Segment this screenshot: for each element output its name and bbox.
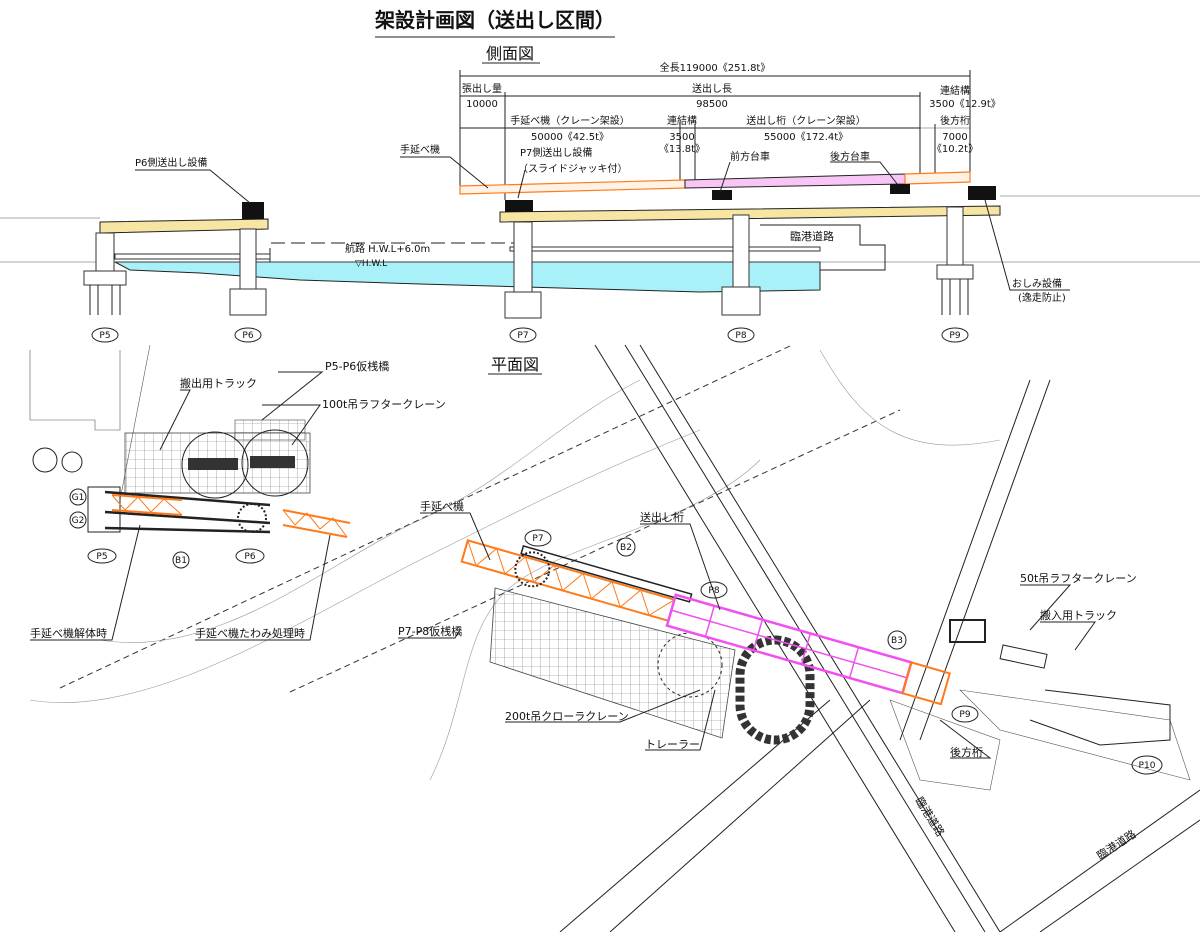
p6-equipment-label: P6側送出し設備 bbox=[135, 156, 207, 169]
marker-p9: P9 bbox=[959, 710, 970, 720]
pier-p9: P9 bbox=[949, 331, 960, 341]
connector-right-label: 連結構 bbox=[940, 84, 970, 97]
plan-leaders bbox=[30, 371, 1096, 759]
drawing-title: 架設計画図（送出し区間） bbox=[375, 8, 615, 32]
rear-dim-weight: 《10.2t》 bbox=[932, 143, 978, 155]
connector-right-value: 3500《12.9t》 bbox=[929, 98, 1001, 110]
overhang-value: 10000 bbox=[466, 99, 498, 110]
marker-p10: P10 bbox=[1139, 761, 1156, 771]
connector-dim-label: 連結構 bbox=[667, 114, 697, 127]
connector-dim-value: 3500 bbox=[669, 132, 694, 143]
launch-length-value: 98500 bbox=[696, 99, 728, 110]
plan-markers: G1 G2 P5 B1 P6 P7 B2 P8 B3 P9 P10 bbox=[69, 488, 1163, 775]
launching-nose bbox=[459, 179, 686, 195]
side-view-heading: 側面図 bbox=[486, 44, 534, 63]
plan-background bbox=[29, 344, 1200, 932]
marker-p8: P8 bbox=[708, 586, 719, 596]
marker-p6: P6 bbox=[244, 552, 255, 562]
girder-dim-value: 55000《172.4t》 bbox=[764, 131, 848, 143]
crane100-label: 100t吊ラフタークレーン bbox=[322, 398, 446, 411]
front-dolly-label: 前方台車 bbox=[730, 150, 770, 163]
p5p6-trestle-label: P5-P6仮桟橋 bbox=[325, 359, 389, 373]
crawler200-label: 200t吊クローラクレーン bbox=[505, 710, 629, 723]
side-view-structures bbox=[0, 171, 1200, 319]
plan-equipment bbox=[949, 619, 1171, 746]
pier-p7: P7 bbox=[517, 331, 528, 341]
dimension-lines bbox=[459, 70, 971, 200]
road-label-2: 臨港道路 bbox=[1094, 827, 1139, 863]
nose-dim-label: 手延べ機（クレーン架設） bbox=[510, 114, 630, 127]
rear-girder bbox=[904, 171, 971, 185]
plan-view-heading: 平面図 bbox=[491, 355, 539, 374]
pier-markers: P5 P6 P7 P8 P9 bbox=[91, 327, 969, 343]
girder-dim-label: 送出し桁（クレーン架設） bbox=[746, 114, 866, 127]
marker-p5: P5 bbox=[96, 552, 107, 562]
marker-b3: B3 bbox=[891, 636, 903, 646]
nose-truss-left bbox=[111, 494, 351, 538]
nose-deflection-label: 手延べ機たわみ処理時 bbox=[195, 626, 305, 640]
crane50-label: 50t吊ラフタークレーン bbox=[1020, 572, 1137, 585]
trailer-label: トレーラー bbox=[645, 738, 700, 751]
marker-g2: G2 bbox=[72, 516, 85, 526]
p7-equipment-label: P7側送出し設備 bbox=[520, 146, 592, 159]
rear-girder-plan-label: 後方桁 bbox=[950, 745, 983, 759]
pier-p6: P6 bbox=[242, 331, 253, 341]
rear-dolly-label: 後方台車 bbox=[830, 150, 870, 163]
nose-side-label: 手延べ機 bbox=[400, 143, 440, 156]
nose-dim-value: 50000《42.5t》 bbox=[531, 131, 609, 143]
overhang-label: 張出し量 bbox=[462, 82, 502, 95]
nose-plan-label: 手延べ機 bbox=[420, 499, 464, 513]
p5-p6-trestle bbox=[87, 419, 311, 534]
connector-dim-weight: 《13.8t》 bbox=[659, 143, 705, 155]
p7-equipment-sublabel: （スライドジャッキ付） bbox=[518, 162, 628, 175]
road-side-label: 臨港道路 bbox=[790, 229, 834, 243]
rear-dim-value: 7000 bbox=[942, 132, 967, 143]
marker-g1: G1 bbox=[72, 493, 85, 503]
p7-p9-deck bbox=[499, 205, 1001, 223]
marker-p7: P7 bbox=[532, 534, 543, 544]
restraint-label: おしみ設備 bbox=[1012, 277, 1062, 290]
marker-b1: B1 bbox=[175, 556, 187, 566]
restraint-sublabel: (逸走防止) bbox=[1018, 291, 1066, 304]
river-water bbox=[114, 261, 821, 293]
total-length-dim: 全長119000《251.8t》 bbox=[660, 61, 771, 74]
nose-dismantle-label: 手延べ機解体時 bbox=[30, 626, 107, 640]
launch-assembly-plan bbox=[460, 539, 952, 706]
launch-girder-label: 送出し桁 bbox=[640, 510, 684, 524]
hwl-label: ▽H.W.L bbox=[355, 259, 387, 269]
launch-girder bbox=[684, 173, 906, 189]
truck-in-label: 搬入用トラック bbox=[1040, 608, 1117, 622]
pier-p8: P8 bbox=[735, 331, 746, 341]
side-leaders bbox=[135, 156, 1070, 291]
p5-p6-deck bbox=[99, 218, 269, 234]
launch-length-label: 送出し長 bbox=[692, 82, 732, 95]
road-label-1: 臨港道路 bbox=[912, 794, 947, 839]
pier-p5: P5 bbox=[99, 331, 110, 341]
p7p8-trestle-label: P7-P8仮桟橋 bbox=[398, 624, 462, 638]
marker-b2: B2 bbox=[620, 543, 632, 553]
truck-out-label: 搬出用トラック bbox=[180, 376, 257, 390]
channel-label: 航路 H.W.L+6.0m bbox=[345, 242, 430, 255]
rear-dim-label: 後方桁 bbox=[940, 114, 970, 127]
